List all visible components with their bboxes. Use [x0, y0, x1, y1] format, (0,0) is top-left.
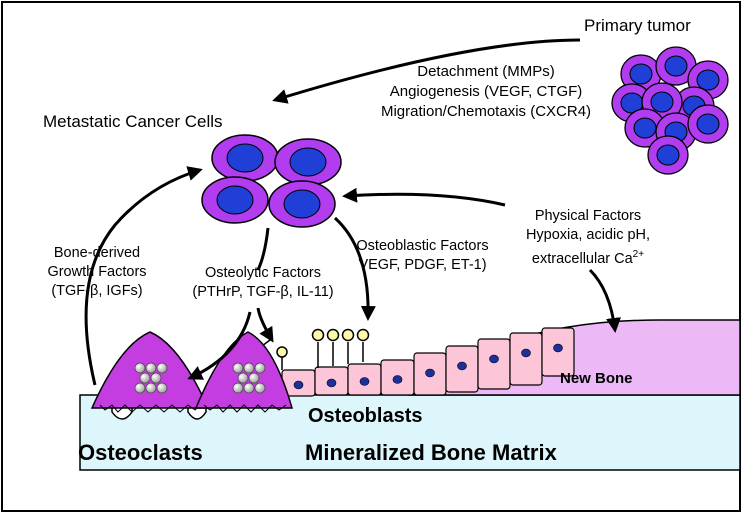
osteoclast-1	[90, 331, 210, 413]
physical-factors-label: Physical Factors Hypoxia, acidic pH, ext…	[513, 207, 663, 269]
osteoblastic-label: Osteoblastic Factors VEGF, PDGF, ET-1)	[340, 237, 505, 275]
primary-tumor-cluster	[611, 46, 729, 175]
osteoblast-nucleus	[392, 375, 403, 384]
physical-line-3-text: extracellular Ca	[531, 250, 633, 267]
arrows	[84, 38, 621, 386]
osteoblast-nucleus	[359, 377, 370, 386]
new-bone-label: New Bone	[560, 370, 633, 387]
osteoblast-nucleus	[553, 343, 563, 353]
bone-derived-line-2: Growth Factors	[47, 264, 147, 280]
osteoblast-cell	[477, 338, 511, 390]
osteolytic-label: Osteolytic Factors (PTHrP, TGF-β, IL-11)	[178, 264, 348, 302]
bone-derived-line-3: (TGF-β, IGFs)	[51, 283, 143, 299]
bone-derived-line-1: Bone-derived	[53, 245, 141, 261]
osteoblast-layer	[281, 327, 575, 397]
osteoclast-2	[194, 331, 293, 413]
arrow-osteoblastic	[333, 216, 376, 321]
angiogenesis-text: Angiogenesis (VEGF, CTGF)	[389, 83, 583, 100]
osteoblastic-line-1: Osteoblastic Factors	[356, 238, 489, 254]
arrow-growth-factors	[84, 166, 203, 386]
osteoblast-cell	[509, 332, 543, 386]
arrow-osteolytic-stem	[256, 227, 270, 271]
arrow-osteolytic-to-osteoclast	[187, 311, 252, 380]
physical-line-3: extracellular Ca2+	[513, 245, 663, 269]
physical-line-1: Physical Factors	[534, 208, 642, 224]
osteoblast-nucleus	[425, 368, 435, 378]
arrow-physical-to-bone	[588, 268, 621, 333]
osteolytic-line-1: Osteolytic Factors	[204, 265, 322, 281]
osteoblasts-label: Osteoblasts	[308, 405, 423, 427]
physical-line-3-sup: 2+	[632, 249, 645, 260]
osteoclasts-label: Osteoclasts	[78, 440, 203, 465]
osteoblast-nucleus	[293, 380, 304, 390]
osteolytic-line-2: (PTHrP, TGF-β, IL-11)	[192, 284, 334, 300]
osteoblast-nucleus	[326, 378, 337, 388]
tumor-factors-label: Detachment (MMPs) Angiogenesis (VEGF, CT…	[356, 62, 616, 122]
osteoblast-nucleus	[457, 361, 467, 371]
bone-matrix-label: Mineralized Bone Matrix	[305, 440, 557, 465]
migration-text: Migration/Chemotaxis (CXCR4)	[380, 103, 592, 120]
metastatic-cells-label: Metastatic Cancer Cells	[43, 112, 223, 131]
primary-tumor-label: Primary tumor	[584, 16, 691, 35]
physical-line-2: Hypoxia, acidic pH,	[525, 227, 651, 243]
mineralized-bone-matrix	[79, 394, 741, 471]
arrow-osteolytic-to-receptor	[256, 307, 274, 343]
osteoblast-nucleus	[521, 348, 531, 358]
metastatic-cell-cluster	[201, 134, 342, 228]
osteoblast-nucleus	[489, 354, 499, 364]
arrow-physical-to-cells	[342, 187, 506, 207]
osteoblastic-line-2: VEGF, PDGF, ET-1)	[358, 257, 487, 273]
bone-derived-label: Bone-derived Growth Factors (TGF-β, IGFs…	[22, 244, 172, 301]
arrow-tumor-to-metastasis	[272, 38, 581, 104]
detachment-text: Detachment (MMPs)	[417, 63, 555, 80]
